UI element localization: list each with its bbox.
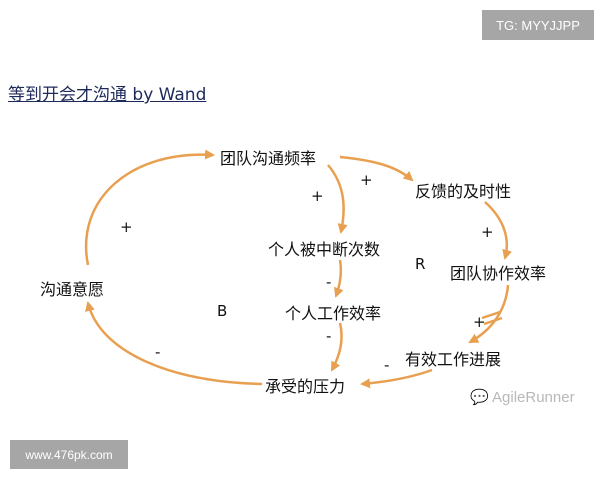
arrow-interrupt-to-personal xyxy=(334,259,344,298)
node-interruptions: 个人被中断次数 xyxy=(268,240,381,259)
arrow-feedback-to-collab xyxy=(484,201,512,260)
arrow-progress-to-pressure xyxy=(360,368,433,389)
sign-collab-progress: + xyxy=(473,313,486,331)
arrow-willing-to-freq xyxy=(85,149,215,266)
diagram-title[interactable]: 等到开会才沟通 by Wand xyxy=(8,85,207,105)
sign-progress-pressure: - xyxy=(384,356,390,374)
delay-mark xyxy=(481,310,503,326)
node-effective-progress: 有效工作进展 xyxy=(405,350,502,369)
node-team-comm-freq: 团队沟通频率 xyxy=(220,149,317,168)
loop-r-label: R xyxy=(415,255,426,273)
arrow-pressure-to-willing xyxy=(85,301,263,386)
wechat-icon: 💬 xyxy=(470,389,489,406)
node-comm-willingness: 沟通意愿 xyxy=(40,280,105,299)
arrow-freq-to-interrupt xyxy=(327,164,348,234)
brand-watermark: 💬 AgileRunner xyxy=(470,388,575,406)
sign-pressure-willing: - xyxy=(155,343,161,361)
node-team-collab-eff: 团队协作效率 xyxy=(450,264,547,283)
node-personal-eff: 个人工作效率 xyxy=(285,304,382,323)
sign-freq-interrupt: + xyxy=(311,187,324,205)
node-feedback-timeliness: 反馈的及时性 xyxy=(415,182,512,201)
tg-watermark: TG: MYYJJPP xyxy=(482,10,594,40)
sign-willing-freq: + xyxy=(120,218,133,236)
loop-b-label: B xyxy=(217,302,228,320)
arrow-collab-to-progress xyxy=(468,284,510,344)
arrow-personal-to-pressure xyxy=(330,322,343,372)
site-watermark: www.476pk.com xyxy=(10,440,128,469)
brand-text: AgileRunner xyxy=(492,389,575,406)
arrow-freq-to-feedback xyxy=(339,155,414,182)
sign-interrupt-personal: - xyxy=(326,273,332,291)
sign-personal-pressure: - xyxy=(326,327,332,345)
sign-freq-feedback: + xyxy=(360,171,373,189)
sign-feedback-collab: + xyxy=(481,223,494,241)
node-pressure: 承受的压力 xyxy=(265,377,346,396)
